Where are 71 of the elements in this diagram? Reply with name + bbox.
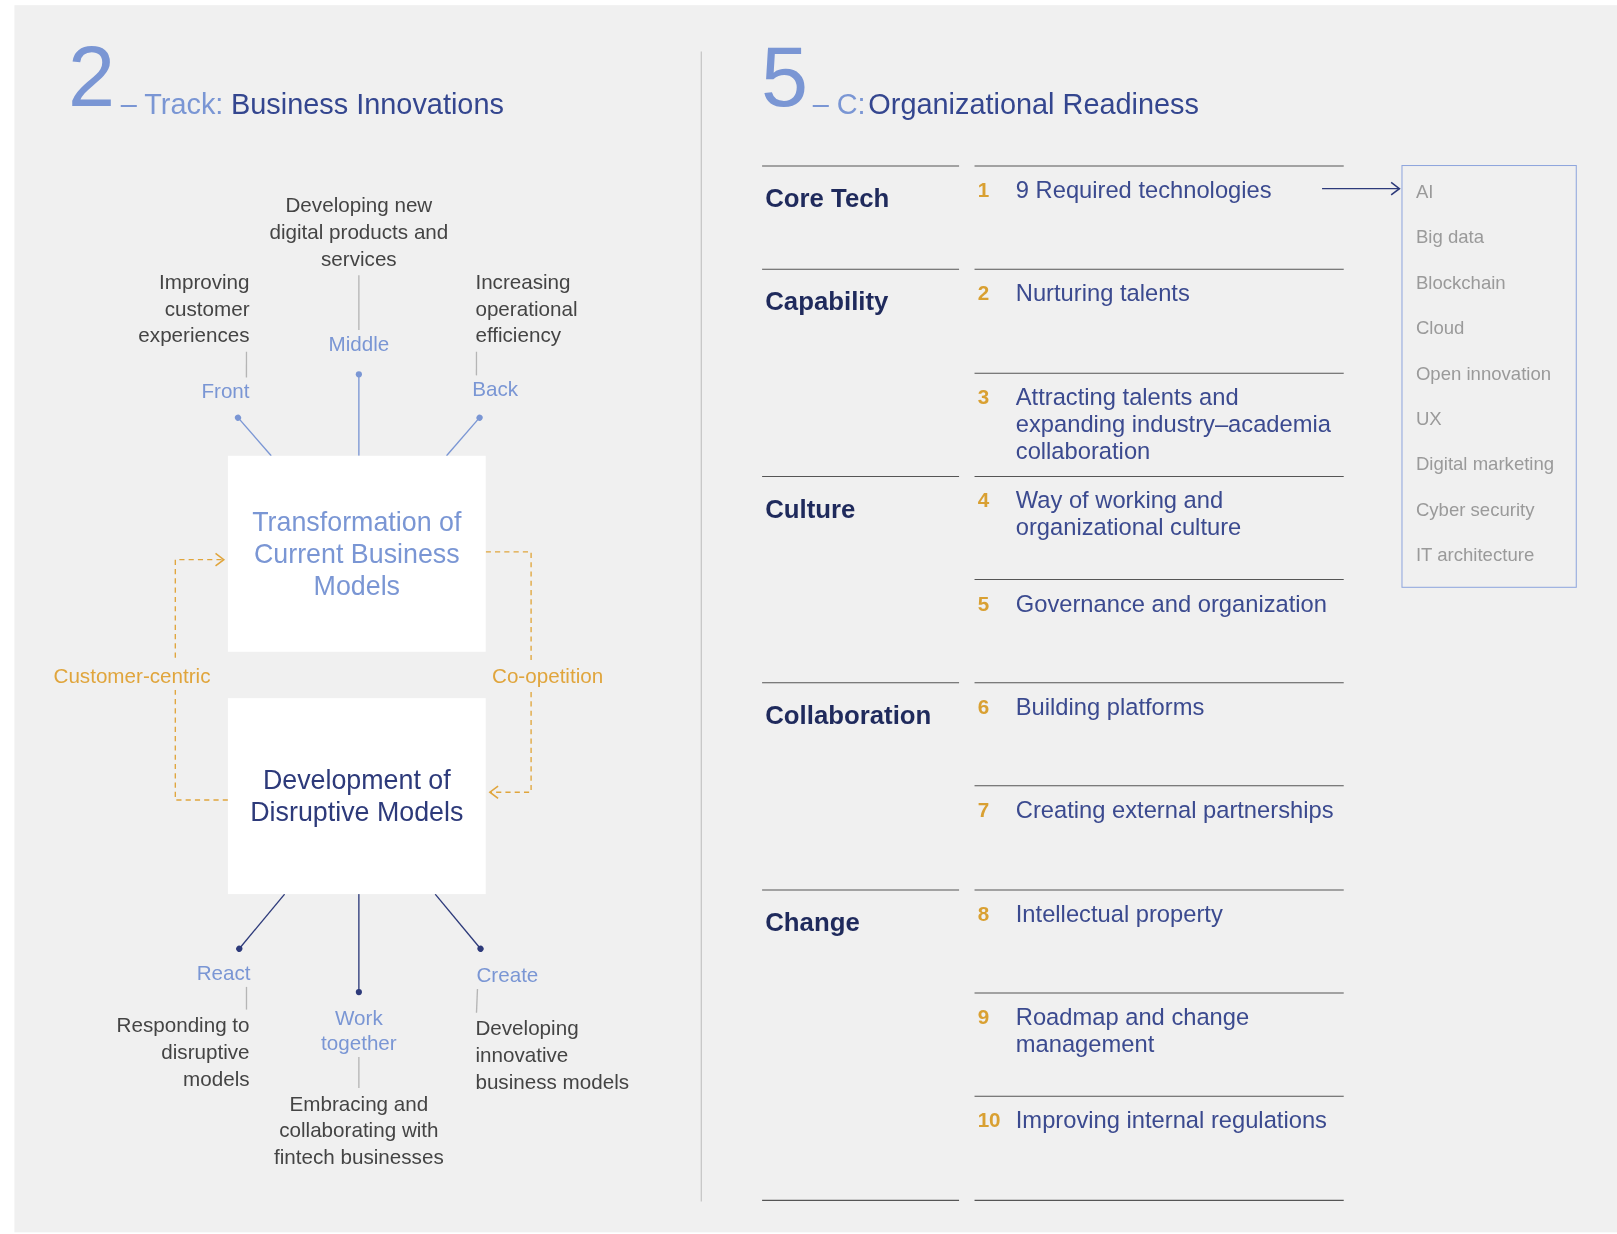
item-text: 9 Required technologies	[1015, 176, 1320, 204]
item-text: Roadmap and change management	[1015, 1003, 1251, 1058]
connector-line	[358, 1056, 360, 1089]
dot-connector	[445, 414, 483, 457]
heading-prefix: – Track:	[120, 88, 224, 122]
section-heading: Business Innovations	[231, 88, 504, 122]
segment-label: Work together	[307, 1005, 411, 1055]
item-number: 2	[977, 281, 990, 306]
dot-connector	[355, 371, 362, 457]
connector-line	[358, 274, 360, 331]
category-label: Culture	[765, 493, 856, 523]
list-item: Cyber security	[1414, 498, 1536, 522]
item-number: 7	[977, 798, 990, 822]
list-item: IT architecture	[1414, 543, 1536, 568]
item-text: Nurturing talents	[1015, 279, 1191, 307]
connector-line	[245, 986, 248, 1011]
dot-connector	[236, 893, 286, 952]
arrow	[1321, 181, 1401, 196]
item-text: Intellectual property	[1015, 900, 1224, 928]
item-number: 8	[977, 902, 990, 927]
process-box	[227, 698, 486, 895]
dashed-arrow	[485, 551, 532, 800]
item-number: 6	[977, 695, 990, 719]
box-title: Transformation of Current Business Models	[251, 505, 463, 602]
dot-connector	[234, 414, 272, 457]
item-number: 3	[977, 385, 990, 410]
item-text: Governance and organization	[1015, 589, 1328, 617]
list-item: Digital marketing	[1414, 452, 1556, 477]
segment-label: React	[191, 960, 251, 985]
segment-label: Middle	[317, 331, 401, 356]
item-number: 4	[977, 488, 990, 513]
segment-label: Back	[472, 376, 535, 402]
connector-line	[245, 351, 248, 379]
segment-label: Create	[476, 962, 549, 987]
category-label: Collaboration	[765, 700, 932, 730]
category-label: Capability	[765, 286, 889, 316]
item-number: 9	[977, 1005, 990, 1030]
description-text: Improving customer experiences	[125, 268, 250, 349]
item-number: 10	[977, 1108, 1001, 1133]
item-text: Way of working and organizational culture	[1015, 486, 1243, 541]
list-item: Blockchain	[1414, 271, 1507, 295]
list-item: Big data	[1414, 225, 1486, 250]
item-text: Attracting talents and expanding industry–academia collaboration	[1015, 383, 1332, 465]
connector-line	[475, 351, 478, 377]
box-title: Development of Disruptive Models	[249, 764, 465, 829]
description-text: Increasing operational efficiency	[475, 268, 610, 349]
section-number: 5	[761, 28, 809, 125]
description-text: Developing innovative business models	[475, 1014, 631, 1096]
list-item: AI	[1414, 180, 1435, 205]
description-text: Developing new digital products and services	[255, 191, 462, 273]
description-text: Embracing and collaborating with fintech businesses	[262, 1090, 455, 1171]
item-number: 5	[977, 591, 990, 616]
description-text: Responding to disruptive models	[115, 1011, 250, 1093]
segment-label: Front	[191, 378, 250, 404]
category-label: Change	[765, 907, 860, 937]
connector-line	[475, 988, 479, 1014]
item-text: Building platforms	[1015, 693, 1206, 720]
dashed-arrow	[174, 552, 229, 801]
list-item: Cloud	[1414, 316, 1466, 341]
section-number: 2	[68, 28, 116, 125]
item-text: Improving internal regulations	[1015, 1106, 1328, 1134]
dot-connector	[434, 893, 484, 952]
item-text: Creating external partnerships	[1015, 796, 1335, 823]
item-number: 1	[977, 178, 990, 203]
heading-prefix: – C:	[812, 88, 866, 122]
dot-connector	[355, 893, 362, 996]
list-item: Open innovation	[1414, 362, 1553, 386]
process-box	[227, 455, 486, 652]
category-label: Core Tech	[765, 183, 890, 213]
list-item: UX	[1414, 407, 1443, 431]
section-heading: Organizational Readiness	[868, 88, 1199, 122]
